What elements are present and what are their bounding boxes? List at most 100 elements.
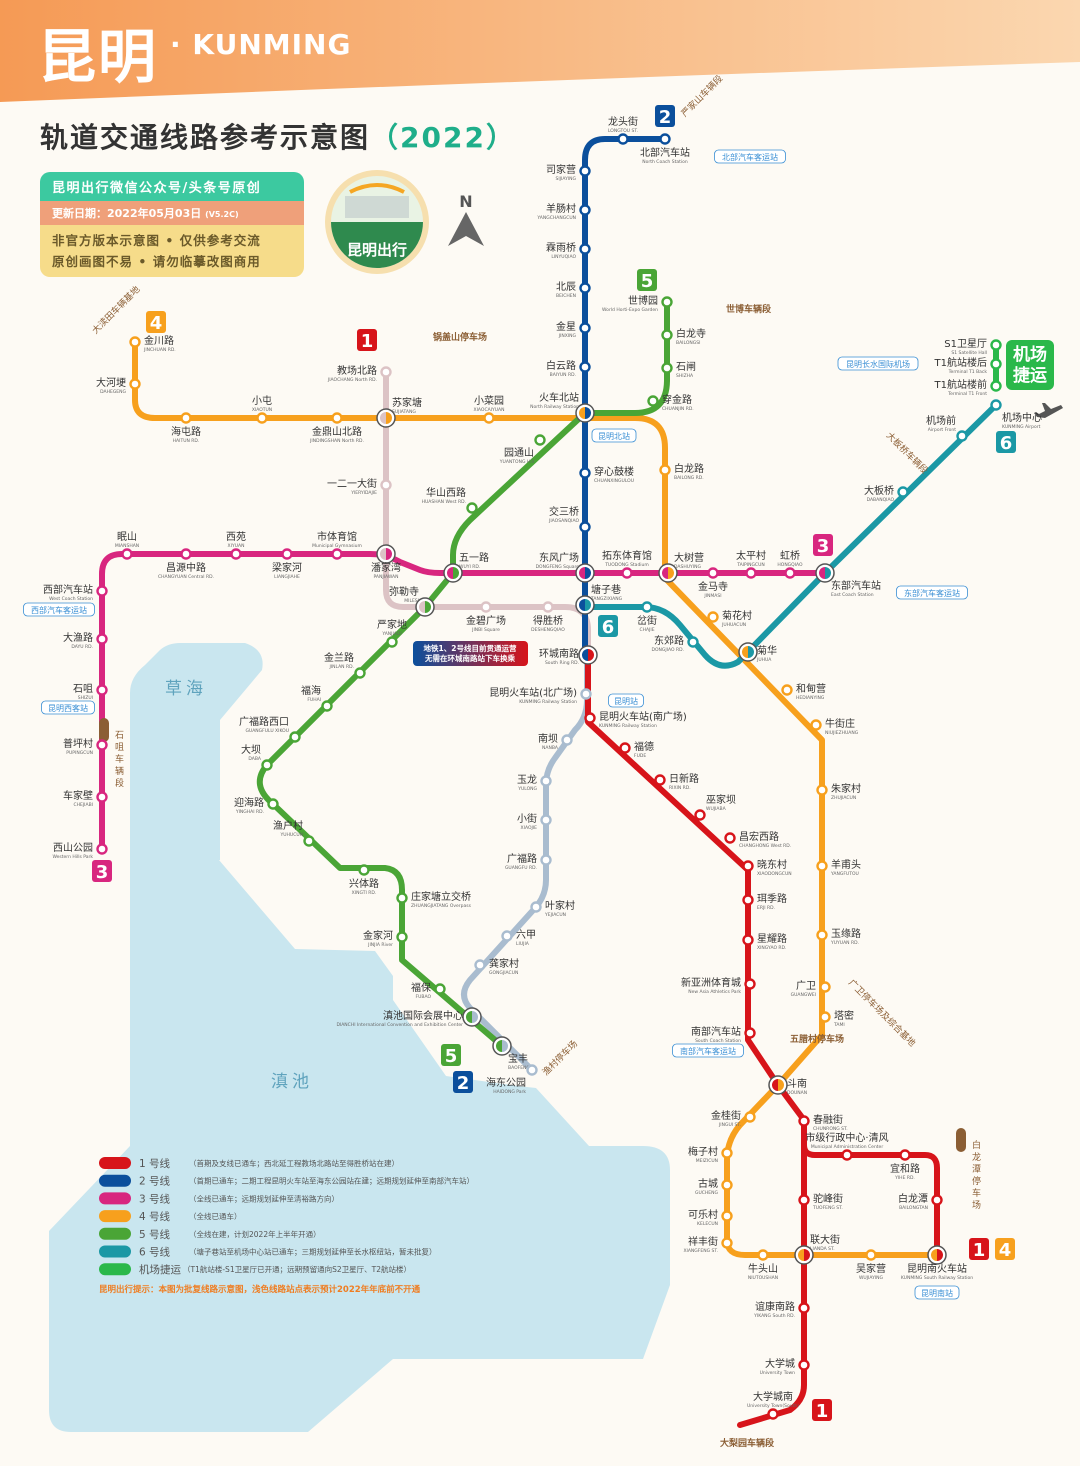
station[interactable]: 昆明火车站(北广场)KUNMING Railway Station bbox=[489, 686, 592, 705]
